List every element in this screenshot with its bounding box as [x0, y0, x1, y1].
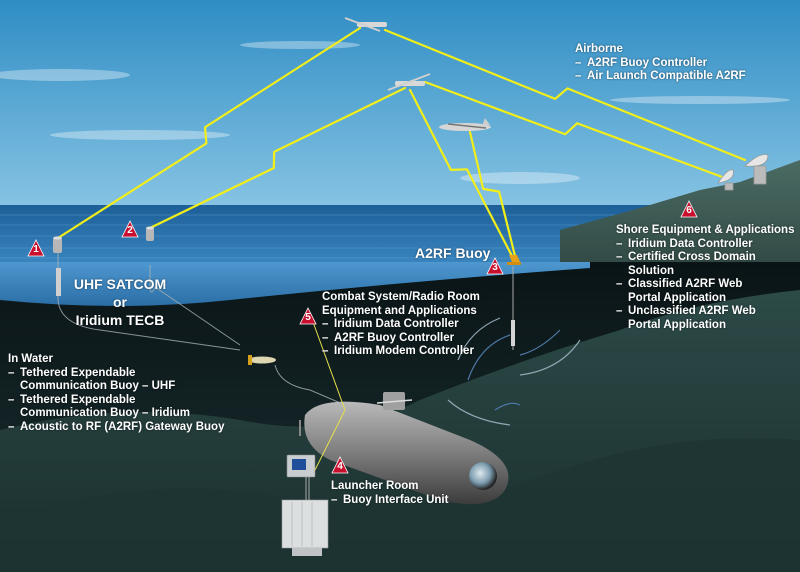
link-uav-a2rf: [408, 88, 514, 258]
launcher-heading: Launcher Room: [331, 480, 419, 492]
link-buoy2-uav: [148, 86, 407, 230]
in-water-heading: In Water: [8, 353, 53, 365]
buoy-interface-unit: [281, 454, 329, 556]
marker-2: 2: [121, 220, 139, 238]
launcher-item: Buoy Interface Unit: [331, 494, 448, 508]
uav-lower: [387, 73, 431, 91]
in-water-item: Tethered Expendable Communication Buoy –…: [8, 367, 215, 394]
a2rf-buoy-label: A2RF Buoy: [415, 245, 491, 261]
shore-equipment-label: Shore Equipment & Applications Iridium D…: [616, 224, 800, 332]
airborne-label: Airborne A2RF Buoy Controller Air Launch…: [575, 43, 746, 84]
link-aircraft-a2rf: [468, 130, 517, 258]
a2rf-buoy: [507, 255, 521, 350]
marker-1: 1: [27, 239, 45, 257]
rf-links: [56, 26, 747, 258]
combat-item: Iridium Data Controller: [322, 318, 480, 332]
combat-item: A2RF Buoy Controller: [322, 332, 480, 346]
submarine: [299, 392, 509, 505]
combat-heading: Equipment and Applications: [322, 304, 477, 317]
expendable-buoy: [248, 355, 276, 365]
leader-lines: [312, 321, 346, 471]
combat-heading: Combat System/Radio Room: [322, 291, 480, 303]
in-water-item: Acoustic to RF (A2RF) Gateway Buoy: [8, 421, 224, 435]
buoy-2: [146, 226, 154, 241]
uhf-satcom-label: UHF SATCOM or Iridium TECB: [60, 275, 180, 329]
patrol-aircraft: [439, 118, 491, 131]
sky: [0, 0, 800, 225]
uhf-satcom-line: or: [113, 294, 127, 310]
marker-6: 6: [680, 200, 698, 218]
marker-4: 4: [331, 456, 349, 474]
airborne-item: A2RF Buoy Controller: [575, 57, 746, 71]
uhf-satcom-line: UHF SATCOM: [73, 276, 167, 292]
satellite-dishes: [717, 154, 769, 191]
uav-upper: [344, 17, 387, 32]
shore-item: Unclassified A2RF Web Portal Application: [616, 305, 758, 332]
link-uav-shore-2: [423, 80, 727, 180]
launcher-room-label: Launcher Room Buoy Interface Unit: [331, 480, 448, 507]
shallow-water-band: [0, 262, 590, 306]
link-buoy1-uav: [56, 26, 362, 240]
buoy-1: [53, 236, 62, 253]
marker-5: 5: [299, 307, 317, 325]
combat-item: Iridium Modem Controller: [322, 345, 480, 359]
shore-item: Classified A2RF Web Portal Application: [616, 278, 778, 305]
airborne-item: Air Launch Compatible A2RF: [575, 70, 746, 84]
in-water-label: In Water Tethered Expendable Communicati…: [8, 353, 224, 435]
shore-heading: Shore Equipment & Applications: [616, 224, 795, 236]
tecb-canister: [56, 268, 61, 296]
shore-item: Iridium Data Controller: [616, 238, 800, 252]
marker-3: 3: [486, 257, 504, 275]
sonar-dome: [469, 462, 497, 490]
in-water-item: Tethered Expendable Communication Buoy –…: [8, 394, 215, 421]
uhf-satcom-line: Iridium TECB: [75, 312, 165, 328]
link-uav-shore-1: [383, 28, 747, 162]
combat-system-label: Combat System/Radio Room Equipment and A…: [322, 291, 480, 359]
airborne-heading: Airborne: [575, 43, 623, 55]
shore-item: Certified Cross Domain Solution: [616, 251, 758, 278]
